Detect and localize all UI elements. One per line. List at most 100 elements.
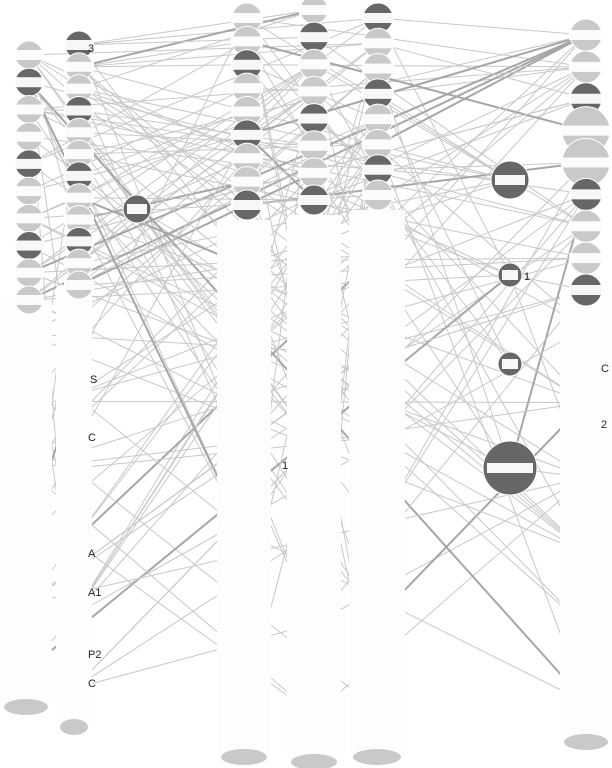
- node-label-bar: [64, 127, 94, 138]
- node-label: P2: [88, 649, 101, 661]
- edge-line: [78, 9, 315, 46]
- edge-line: [78, 197, 315, 443]
- node-label-bar: [64, 258, 94, 269]
- edge-line: [377, 162, 587, 171]
- node-label-bar: [561, 157, 611, 168]
- label-mask: [560, 290, 612, 740]
- edge-line: [78, 171, 315, 286]
- node-layer: [14, 0, 611, 496]
- node-label: C: [88, 678, 96, 690]
- node-label-bar: [64, 149, 94, 160]
- label-mask: [287, 215, 341, 760]
- node-label: 1: [524, 271, 530, 283]
- edge-line: [78, 219, 245, 533]
- edge-line: [313, 172, 587, 328]
- edge-line: [73, 541, 315, 715]
- edge-line: [73, 394, 245, 533]
- node-label-bar: [362, 164, 394, 175]
- node-label: C: [88, 432, 96, 444]
- label-layer: 3 S C A A1 P2 C 1 1 C 2: [88, 43, 609, 690]
- edge-line: [376, 345, 587, 478]
- node-label-bar: [502, 270, 518, 280]
- edge-line: [246, 134, 315, 201]
- node-label-bar: [298, 86, 330, 97]
- edge-line: [377, 93, 511, 365]
- label-mask: [56, 285, 92, 725]
- node-label-bar: [231, 153, 263, 164]
- node-label-bar: [362, 88, 394, 99]
- node-label-bar: [14, 267, 44, 278]
- node-label-bar: [14, 186, 44, 197]
- edge-line: [376, 162, 587, 529]
- edge-line: [78, 40, 248, 68]
- node-label-bar: [14, 131, 44, 142]
- node-label-bar: [362, 139, 394, 150]
- node-label-bar: [231, 106, 263, 117]
- node-label-bar: [569, 253, 603, 264]
- node-label: A1: [88, 587, 101, 599]
- node-peek: [221, 749, 267, 765]
- node-label-bar: [298, 113, 330, 124]
- node-label-bar: [231, 36, 263, 47]
- edge-line: [78, 109, 315, 147]
- node-label: 3: [88, 43, 94, 55]
- edge-line: [78, 196, 245, 266]
- node-label-bar: [64, 214, 94, 225]
- node-label-bar: [231, 13, 263, 23]
- edge-line: [73, 623, 315, 689]
- edge-line: [78, 109, 511, 276]
- edge-line: [313, 63, 511, 181]
- node-label-bar: [298, 167, 330, 178]
- node-label-bar: [64, 192, 94, 203]
- label-mask: [349, 210, 405, 755]
- edge-line: [78, 111, 248, 177]
- edge-line: [28, 134, 248, 192]
- edge-line: [28, 54, 511, 276]
- node-peek: [291, 754, 337, 768]
- node-label-bar: [299, 5, 329, 15]
- node-label-bar: [569, 93, 603, 104]
- edge-line: [377, 42, 587, 100]
- node-label-bar: [231, 200, 263, 210]
- node-label-bar: [362, 114, 394, 125]
- node-label-bar: [231, 83, 263, 94]
- edge-line: [78, 9, 315, 68]
- node-peek: [353, 749, 401, 765]
- edge-line: [78, 36, 315, 46]
- node-label-bar: [64, 83, 94, 94]
- node-label-bar: [231, 59, 263, 70]
- node-label-bar: [64, 280, 94, 290]
- edge-line: [78, 9, 315, 90]
- node-peek: [60, 719, 88, 735]
- node-label-bar: [561, 125, 611, 136]
- edge-line: [377, 17, 587, 36]
- node-label-bar: [569, 61, 603, 72]
- node-label: 2: [601, 419, 607, 431]
- edge-line: [376, 401, 587, 620]
- node-label-bar: [14, 77, 44, 88]
- edge-line: [136, 157, 248, 210]
- node-label-bar: [14, 104, 44, 115]
- edge-line: [377, 34, 587, 146]
- node-label-bar: [64, 40, 94, 50]
- node-label-bar: [502, 359, 518, 369]
- edge-line: [73, 532, 315, 689]
- node-label-bar: [362, 13, 394, 23]
- edge-line: [313, 91, 587, 328]
- node-label-bar: [14, 50, 44, 60]
- node-label-bar: [487, 463, 533, 473]
- edge-line: [78, 197, 315, 201]
- node-peek: [564, 734, 608, 750]
- node-label-bar: [14, 240, 44, 251]
- node-label-bar: [495, 175, 525, 185]
- edge-line: [78, 131, 315, 443]
- node-label-bar: [298, 32, 330, 43]
- node-label-bar: [231, 129, 263, 140]
- node-label-bar: [14, 213, 44, 224]
- node-label-bar: [231, 176, 263, 187]
- node-label-bar: [362, 38, 394, 49]
- edge-line: [73, 353, 245, 616]
- edge-line: [78, 88, 315, 624]
- node-label-bar: [362, 63, 394, 74]
